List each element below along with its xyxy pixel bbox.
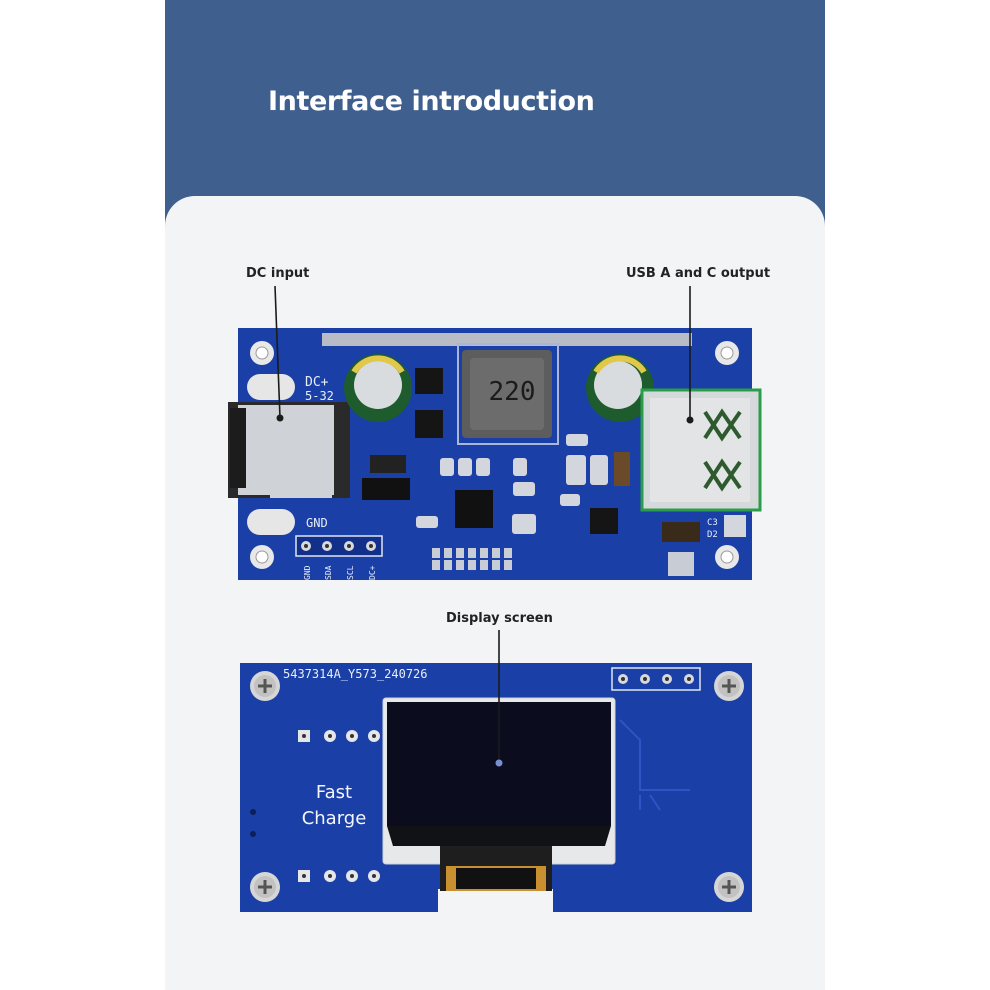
smd-array [430, 545, 522, 573]
callout-dot [495, 759, 503, 767]
screw [250, 872, 280, 902]
silk-fast: Fast [316, 782, 352, 803]
part-number: 5437314A_Y573_240726 [283, 667, 428, 681]
header-pin [322, 541, 332, 551]
callout-dot [276, 414, 284, 422]
silk-dc-plus: DC+ [305, 375, 329, 390]
display-board: 5437314A_Y573_240726 Fast Charge [240, 663, 752, 912]
via [250, 809, 256, 815]
dc-jack-connector [228, 402, 350, 498]
callout-dc-input: DC input [246, 266, 310, 281]
page-title: Interface introduction [268, 86, 595, 117]
mounting-hole [715, 341, 739, 365]
screw [714, 671, 744, 701]
capacitor [344, 354, 412, 422]
smd-component [724, 515, 746, 537]
pcb-trace [619, 719, 690, 811]
diode-chip [362, 478, 410, 500]
callout-usb-output: USB A and C output [626, 266, 771, 281]
solder-pad [247, 374, 295, 400]
usb-a-port [640, 388, 762, 512]
controller-ic [455, 490, 493, 528]
display-header [611, 667, 701, 691]
inductor [457, 343, 559, 445]
solder-pad-row [298, 730, 380, 742]
silk-c3: C3 [707, 518, 718, 528]
callout-dot [686, 416, 694, 424]
solder-pad-row [298, 870, 380, 882]
silk-charge: Charge [302, 808, 367, 829]
smd-component [370, 455, 406, 473]
screw [250, 671, 280, 701]
header-pin [684, 674, 694, 684]
header-band [165, 0, 825, 226]
header-pin [366, 541, 376, 551]
converter-board: 220 [228, 328, 762, 580]
smd-resistor-row [416, 434, 608, 534]
oled-module [381, 697, 617, 891]
header-pin [344, 541, 354, 551]
pin-label-scl: SCL [346, 565, 355, 580]
solder-pad [247, 509, 295, 535]
mosfet-chip [590, 508, 618, 534]
io-header [295, 535, 383, 557]
mounting-hole [715, 545, 739, 569]
mounting-hole [250, 341, 274, 365]
callout-display-screen: Display screen [446, 611, 553, 626]
mosfet-chip [415, 410, 443, 438]
pin-label-dc-plus: DC+ [368, 565, 377, 580]
callout-line-dc-input [274, 285, 281, 419]
silk-d2: D2 [707, 530, 718, 540]
header-strip [322, 333, 692, 346]
inductor-marking: 220 [489, 377, 536, 407]
pin-label-sda: SDA [324, 565, 333, 580]
header-pin [301, 541, 311, 551]
tantalum-capacitor [614, 452, 630, 486]
header-pin [662, 674, 672, 684]
pin-label-gnd: GND [303, 565, 312, 580]
silk-gnd: GND [306, 516, 328, 530]
smd-component [668, 552, 694, 576]
header-pin [618, 674, 628, 684]
capacitor [586, 354, 654, 422]
mounting-hole [250, 545, 274, 569]
smd-component [662, 522, 700, 542]
silk-voltage: 5-32 [305, 389, 334, 403]
screw [714, 872, 744, 902]
via [250, 831, 256, 837]
header-pin [640, 674, 650, 684]
mosfet-chip [415, 368, 443, 394]
